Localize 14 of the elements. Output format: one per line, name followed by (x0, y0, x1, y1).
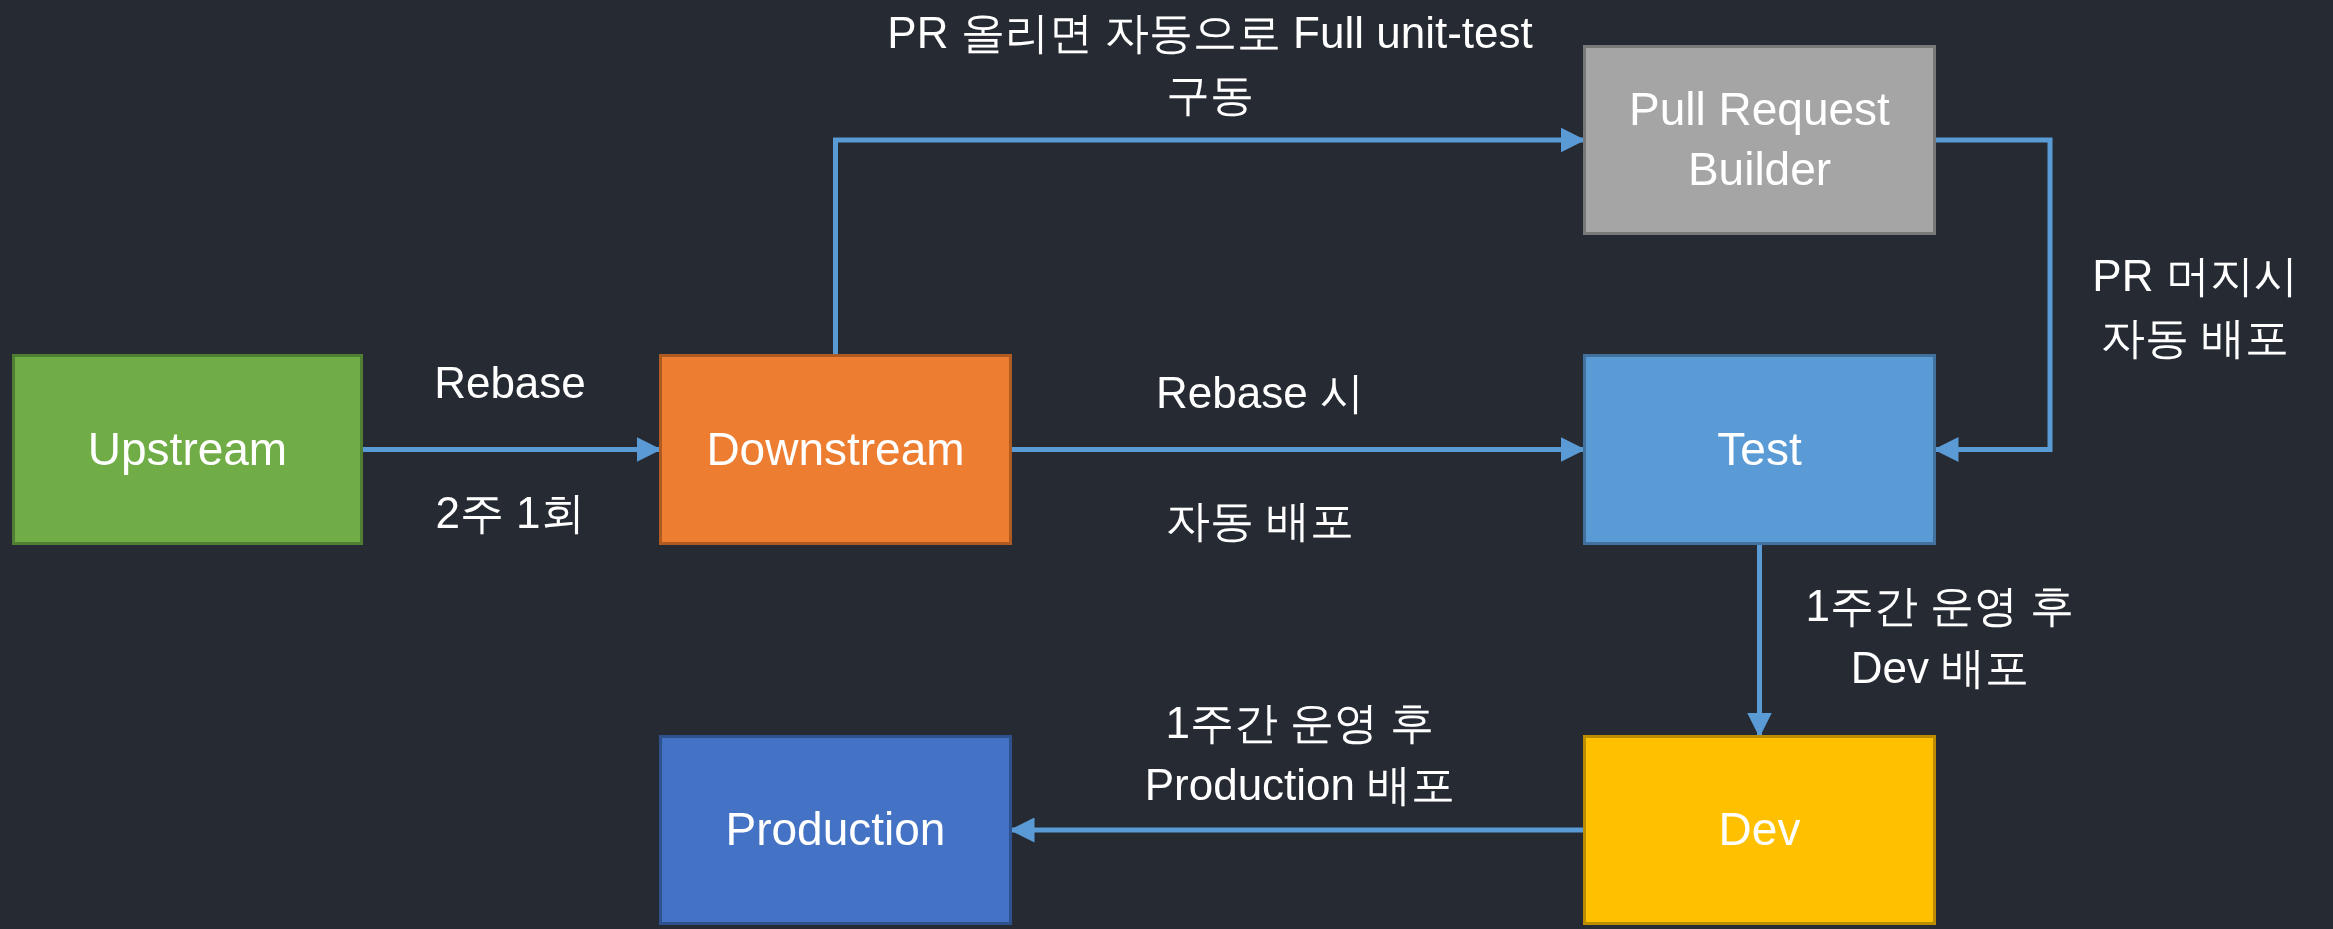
process-box: Test (1583, 354, 1936, 545)
edge-label: Rebase 시 (1155, 367, 1365, 419)
process-box: Production (659, 735, 1012, 925)
edge-label: 1주간 운영 후 Production 배포 (1143, 697, 1457, 811)
edge-label: Rebase (433, 357, 587, 409)
edge-label: 1주간 운영 후 Dev 배포 (1804, 580, 2076, 694)
note-text: 자동 배포 (1164, 495, 1356, 547)
process-box: Downstream (659, 354, 1012, 545)
edge-label: PR 머지시 자동 배포 (2091, 250, 2299, 364)
process-box: Dev (1583, 735, 1936, 925)
note-text: 2주 1회 (434, 487, 586, 539)
edge-label: PR 올리면 자동으로 Full unit-test 구동 (886, 7, 1534, 121)
process-box: Pull Request Builder (1583, 45, 1936, 235)
process-box: Upstream (12, 354, 363, 545)
